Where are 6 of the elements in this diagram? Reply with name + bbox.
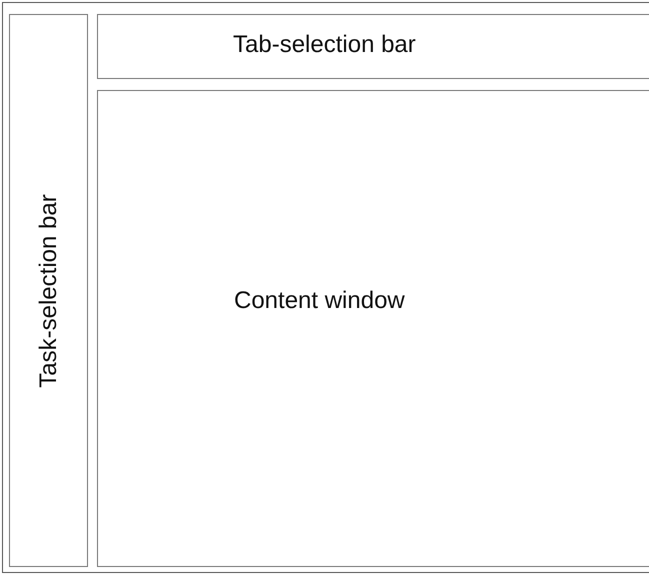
side-panel <box>9 14 88 567</box>
top-bar <box>97 14 649 79</box>
panel-label: Task-selection bar <box>34 194 62 388</box>
panel-label: Content window <box>234 287 405 315</box>
content-panel <box>97 90 649 567</box>
panel-label: Tab-selection bar <box>233 31 416 59</box>
